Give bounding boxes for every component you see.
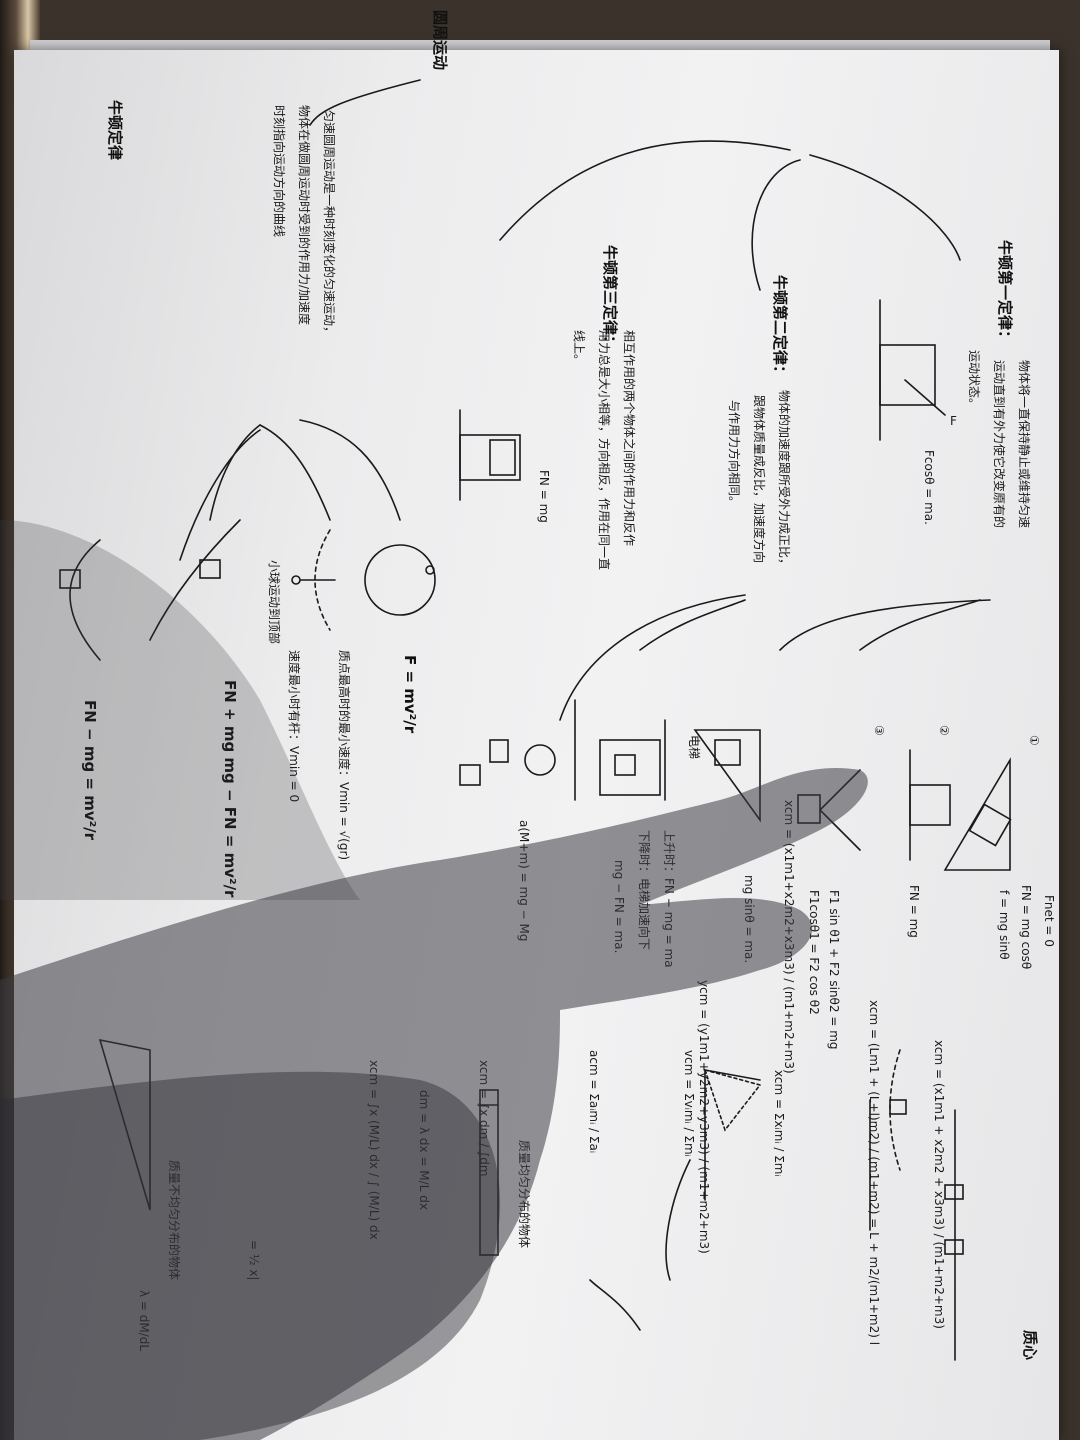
svg-text:F: F [950,414,957,428]
nonuniform-title: 质量不均匀分布的物体 [167,1160,182,1280]
com-title: 质心 [1021,1330,1039,1360]
elevator-up: 上升时：FN − mg = ma [662,830,676,968]
diagram-pulley [459,699,576,801]
rod-eq-2: xcm = (Lm1 + (L+l)m2) / (m1+m2) = L + m2… [867,1000,881,1345]
law2-text-3: 与作用力方向相同。 [727,400,742,508]
diagram-triangle-masses [703,1068,762,1201]
law3-text-1: 相互作用的两个物体之间的作用力和反作 [622,330,637,546]
case1-label: ① [1027,735,1041,746]
law1-equation: Fcosθ = ma. [922,450,936,525]
law3-fn-label: FN = mg [537,470,551,523]
law1-title: 牛顿第一定律： [996,240,1014,345]
dm-eq: dm = λ dx = M/L dx [417,1090,431,1210]
law3-text-3: 线上。 [572,330,586,366]
com-formula-v: vcm = Σvᵢmᵢ / Σmᵢ [682,1050,696,1157]
branch-curve [259,424,331,521]
branch-curve [559,594,746,721]
case1-eq-1: Fnet = 0 [1042,895,1056,947]
law2-title: 牛顿第二定律： [771,275,789,380]
elevator-down-2: mg − FN = ma. [612,860,626,953]
min-speed-rod: 速度最小时有杆：Vmin = 0 [287,650,302,802]
case3-eq-2: F1cosθ1 = F2 cos θ2 [807,890,821,1015]
pulley-eq: a(M+m) = mg − Mg [517,820,531,941]
circular-text-1: 匀速圆周运动是一种时刻变化的匀速运动， [322,110,337,338]
incline-eq: mg sinθ = ma. [742,875,756,963]
branch-curve [751,159,801,291]
diagram-case3 [797,769,861,851]
law3-title: 牛顿第三定律： [601,245,619,350]
diagram-case2 [909,749,951,861]
branch-curve [779,599,991,651]
circular-text-2: 物体在做圆周运动时受到的作用力/加速度 [297,105,312,325]
branch-curve [809,154,961,261]
circular-block: 匀速圆周运动是一种时刻变化的匀速运动， 物体在做圆周运动时受到的作用力/加速度 … [81,105,419,898]
law2-text-1: 物体的加速度跟所受外力成正比， [777,390,792,570]
min-speed-rope: 质点最高时的最小速度：Vmin = √(gr) [337,650,352,860]
law1-text-2: 运动直到有外力使它改变原有的 [992,360,1007,528]
case3-eq-1: F1 sin θ1 + F2 sinθ2 = mg [827,890,841,1050]
law3-text-2: 用力总是大小相等，方向相反，作用在同一直 [597,330,612,570]
diagram-incline-1 [943,757,1012,871]
diagram-stacked-blocks [459,409,521,501]
diagram-two-mass-rod [869,1049,907,1231]
diagram-block-rope: F [879,299,957,441]
hand-shadow [0,520,868,1440]
law1-text-1: 物体将一直保持静止或维持匀速 [1017,360,1032,528]
elevator-down-1: 下降时：电梯加速向下 [637,830,652,950]
diagram-elevator [599,719,666,801]
branch-curve [499,140,791,241]
diagram-wedge [98,1038,151,1211]
rod-eq-1: xcm = (x1m1 + x2m2 + x3m3) / (m1+m2+m3) [932,1040,946,1329]
case2-eq: FN = mg [907,885,921,938]
diagram-rod-masses [944,1109,964,1361]
result-eq: = ½ x| [247,1240,261,1280]
branch-curve [639,599,746,651]
com-block: 质心 xcm = Σxᵢmᵢ / Σmᵢ vcm = Σvᵢmᵢ / Σmᵢ a… [137,800,1039,1360]
central-topic: 牛顿定律 [106,100,124,160]
branch-curve [209,424,261,521]
elevator-label: 电梯 [687,735,701,759]
top-equation: FN + mg mg − FN = mv²/r [221,680,239,898]
tri-y: ycm = (y1m1+y2m2+y3m3) / (m1+m2+m3) [697,980,711,1254]
branch-curve [299,419,401,521]
case3-label: ③ [872,725,886,736]
circular-topic: 圆周运动 [431,10,449,70]
diagram-incline-2 [693,729,761,823]
diagram-top-arc [149,519,241,641]
law2-text-2: 跟物体质量成反比，加速度方向 [752,395,767,563]
tri-x: xcm = (x1m1+x2m2+x3m3) / (m1+m2+m3) [782,800,796,1074]
com-formula-a: acm = Σaᵢmᵢ / Σaᵢ [587,1050,601,1153]
circular-text-3: 时刻指向运动方向的曲线 [272,105,287,237]
continuous-title: 质量均匀分布的物体 [517,1140,532,1248]
circular-force-eq: F = mv²/r [401,655,419,734]
diagram-circular-loop [364,544,436,616]
top-label: 小球运动到顶部 [267,560,282,644]
case1-eq-3: f = mg sinθ [997,890,1011,960]
case2-label: ② [937,725,951,736]
law1-block: 牛顿第一定律： 物体将一直保持静止或维持匀速 运动直到有外力使它改变原有的 运动… [922,240,1032,528]
bottom-equation: FN − mg = mv²/r [81,700,99,841]
law3-block: 牛顿第三定律： 相互作用的两个物体之间的作用力和反作 用力总是大小相等，方向相反… [537,245,637,570]
branch-curve [309,79,421,126]
diagram-pendulum [291,529,336,631]
branch-curve [665,1159,691,1281]
integral-2: xcm = ∫x (M/L) dx / ∫ (M/L) dx [367,1060,381,1240]
law1-text-3: 运动状态。 [967,350,981,410]
branch-curve [589,1279,641,1331]
diagram-bottom-arc [59,539,101,661]
branch-curve [859,599,981,651]
branch-curve [179,429,261,561]
com-formula-x: xcm = Σxᵢmᵢ / Σmᵢ [772,1070,786,1177]
lambda-eq: λ = dM/dL [137,1290,151,1351]
integral: xcm = ∫x dm / ∫dm [477,1060,491,1177]
case1-eq-2: FN = mg cosθ [1019,885,1033,969]
